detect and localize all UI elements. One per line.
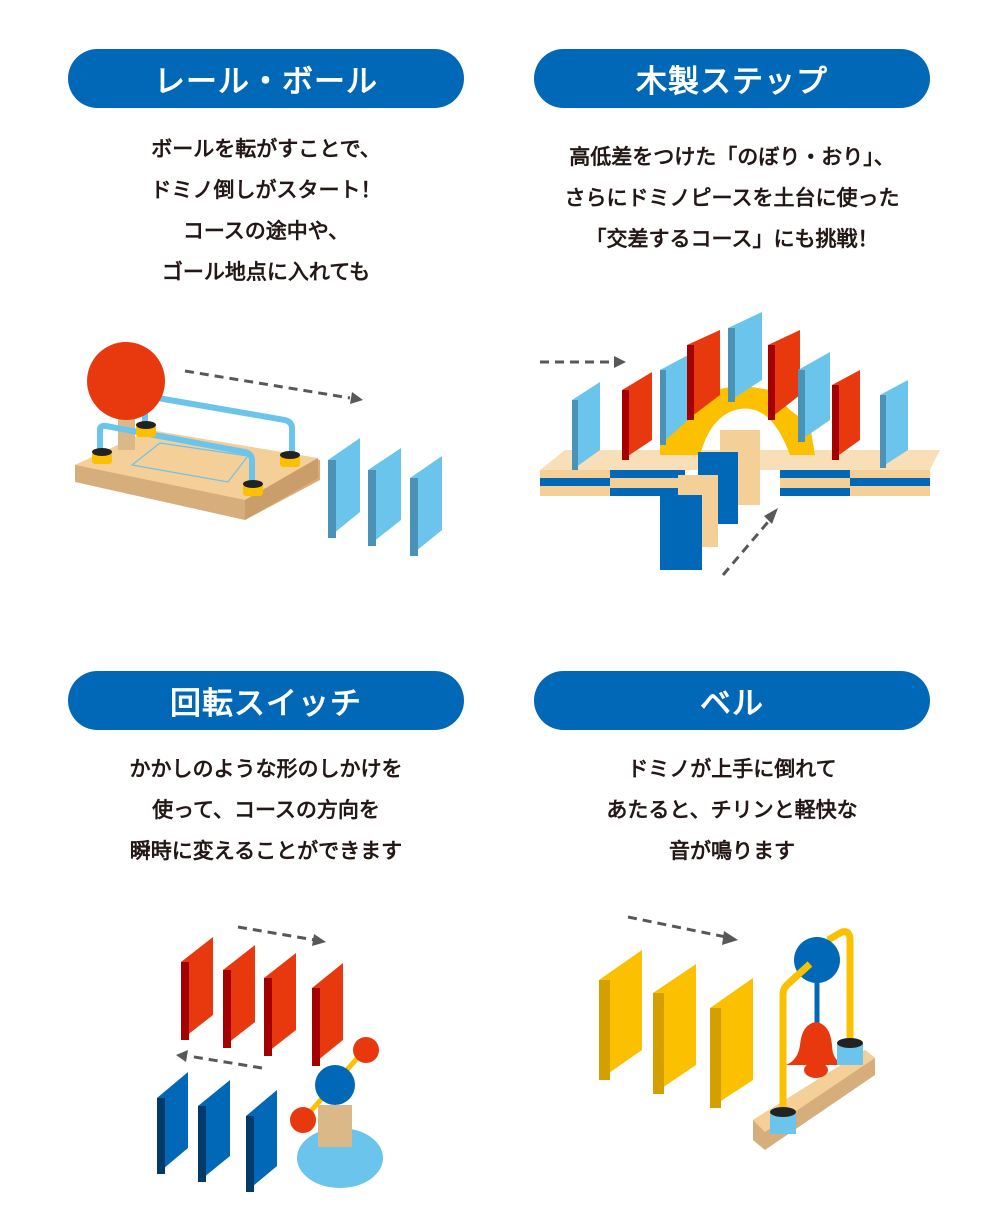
description-line: さらにドミノピースを土台に使った [564,186,900,210]
feature-description: ボールを転がすことで、 ドミノ倒しがスタート！ コースの途中や、 ゴール地点に入… [68,129,464,293]
bell-illustration [599,915,875,1150]
feature-title-pill: 回転スイッチ [68,671,464,730]
feature-title-pill: ベル [534,671,930,730]
feature-title: レール・ボール [154,64,378,100]
description-line: コースの途中や、 [182,219,350,243]
wooden-step-illustration [540,312,940,576]
description-line: 使って、コースの方向を [152,798,380,822]
feature-title: ベル [700,686,764,722]
feature-title: 回転スイッチ [170,686,362,722]
description-line: 瞬時に変えることができます [129,839,403,863]
rail-ball-illustration [75,342,442,556]
description-line: 高低差をつけた「のぼり・おり」、 [569,145,895,169]
description-line: あたると、チリンと軽快な [606,798,858,822]
feature-description: 高低差をつけた「のぼり・おり」、 さらにドミノピースを土台に使った 「交差するコ… [534,137,930,260]
description-line: かかしのような形のしかけを [129,757,403,781]
feature-description: かかしのような形のしかけを 使って、コースの方向を 瞬時に変えることができます [68,749,464,872]
feature-description: ドミノが上手に倒れて あたると、チリンと軽快な 音が鳴ります [534,749,930,872]
description-line: ゴール地点に入れても [161,260,371,284]
description-line: 「交差するコース」にも挑戦！ [585,227,879,251]
feature-title-pill: レール・ボール [68,49,464,108]
description-line: ドミノが上手に倒れて [627,757,837,781]
description-line: ボールを転がすことで、 [151,137,381,161]
description-line: ドミノ倒しがスタート！ [150,178,382,202]
description-line: 音が鳴ります [669,839,795,863]
rotation-switch-illustration [157,925,383,1192]
feature-title-pill: 木製ステップ [534,49,930,108]
feature-title: 木製ステップ [636,64,828,100]
